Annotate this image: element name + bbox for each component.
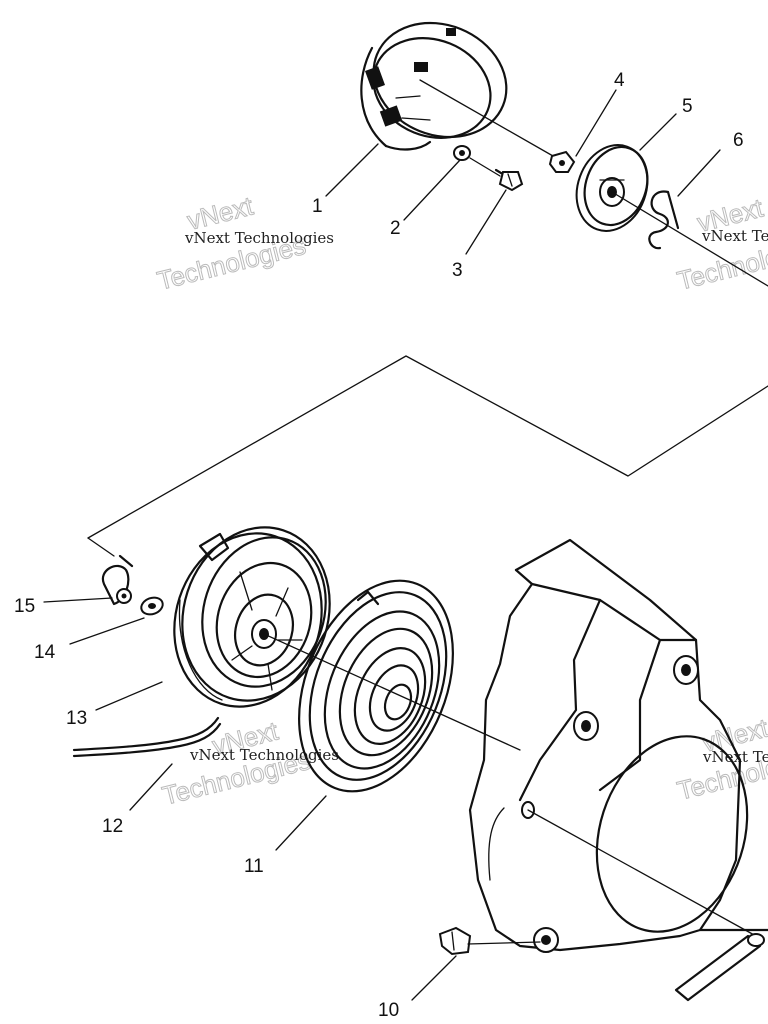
assembly-plane-outline xyxy=(87,355,768,557)
callout-10: 10 xyxy=(378,1000,399,1021)
watermark-text: vNext Technologies xyxy=(701,227,768,245)
part-12-starter-rope xyxy=(72,716,222,758)
part-13-rewind-pulley xyxy=(173,526,331,708)
part-3-bolt xyxy=(494,168,524,192)
assembly-line-hub-shaft xyxy=(611,191,768,287)
callout-labels: 1 2 3 4 5 6 10 11 12 13 14 15 xyxy=(14,70,744,1021)
watermark-group-top-right: vNext Technologies vNext Technologies xyxy=(674,192,768,296)
callout-14: 14 xyxy=(34,642,56,663)
callout-lines-top xyxy=(325,89,721,255)
starter-handle xyxy=(674,933,765,1002)
assembly-line-housing-handle xyxy=(527,809,757,937)
watermark-group-middle: vNext Technologies vNext Technologies xyxy=(159,715,339,811)
callout-4: 4 xyxy=(614,70,625,91)
watermark-text: vNext Technologies xyxy=(702,748,768,766)
part-4-nut xyxy=(548,150,576,173)
callout-lines-bottom xyxy=(43,597,457,1001)
part-6-spring-clip xyxy=(648,190,680,250)
callout-1: 1 xyxy=(312,196,323,217)
callout-2: 2 xyxy=(390,218,401,239)
watermark-group-top-left: vNext Technologies vNext Technologies xyxy=(154,190,334,296)
assembly-line-cup-to-hub xyxy=(419,79,561,161)
part-1-starter-cup xyxy=(360,21,508,151)
watermark-text: vNext Technologies xyxy=(184,229,334,247)
part-14-pivot-pin xyxy=(140,596,164,616)
callout-3: 3 xyxy=(452,260,463,281)
callout-15: 15 xyxy=(14,596,35,617)
part-15-pawl xyxy=(101,554,134,606)
callout-12: 12 xyxy=(102,816,123,837)
starter-housing xyxy=(468,538,768,953)
part-10-bolt xyxy=(438,926,541,956)
assembly-line-washer xyxy=(469,157,501,177)
callout-5: 5 xyxy=(682,96,693,117)
assembly-line-pulley-to-housing xyxy=(263,633,521,751)
watermark-text: vNext Technologies xyxy=(189,746,339,764)
part-5-drive-hub xyxy=(575,144,649,232)
callout-6: 6 xyxy=(733,130,744,151)
callout-13: 13 xyxy=(66,708,87,729)
watermark-group-bottom-right: vNext Technologies vNext Technologies xyxy=(674,712,768,806)
callout-11: 11 xyxy=(244,856,264,877)
part-2-washer xyxy=(453,145,471,161)
